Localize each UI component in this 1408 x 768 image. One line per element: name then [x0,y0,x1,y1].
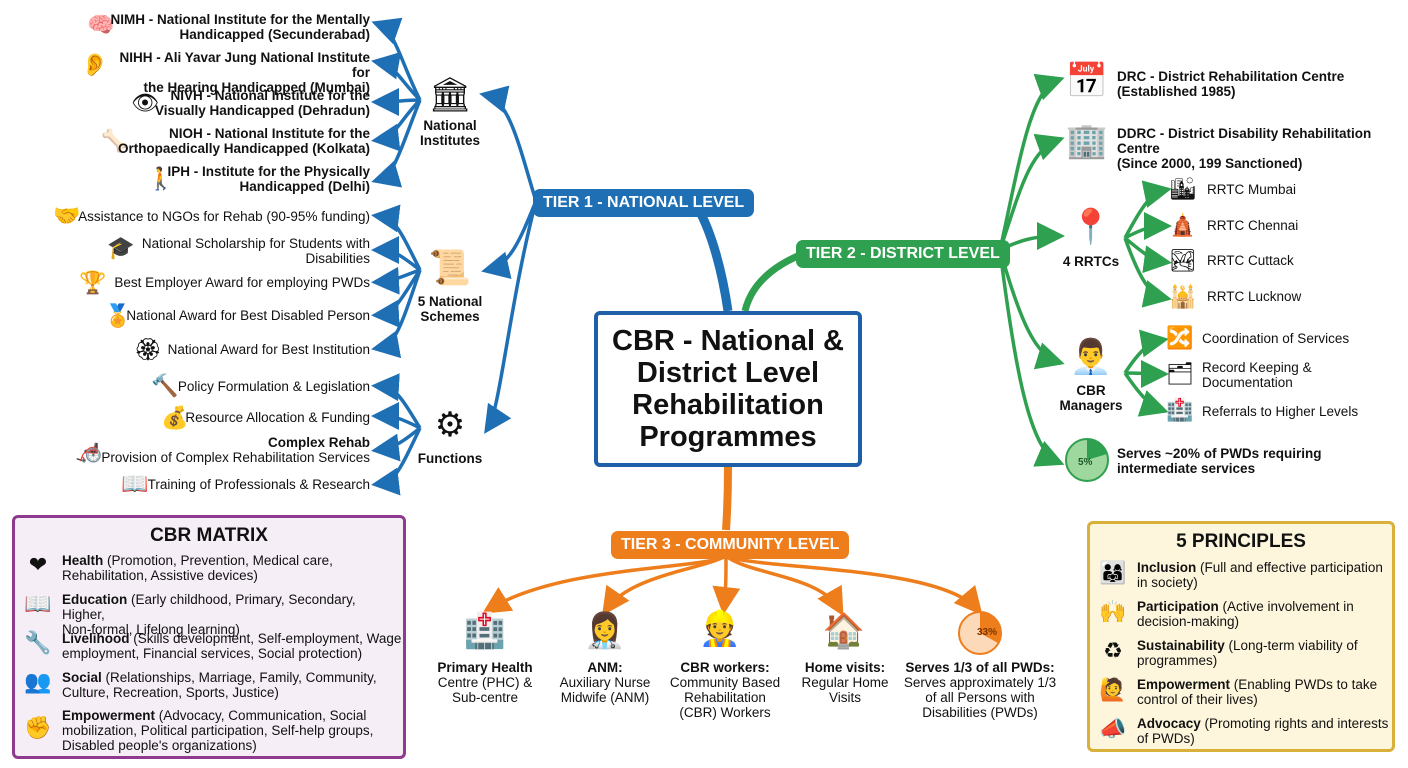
matrix-row: Livelihood (Skills development, Self-emp… [62,631,402,661]
rehab-equipment-icon: 🦽 [75,438,103,463]
trophy-icon: 🏆 [79,270,107,295]
gateway-icon: 🕌 [1169,284,1197,309]
office-building-icon: 🏢 [1065,122,1109,160]
institute-item: NIHH - Ali Yavar Jung National Institute… [119,50,370,95]
heart-icon: ❤ [28,552,48,577]
eye-icon: 👁 [131,90,159,115]
drc-item: DRC - District Rehabilitation Centre(Est… [1117,69,1345,99]
book-icon: 📖 [24,591,52,616]
gavel-icon: 🔨 [151,373,179,398]
city-skyline-icon: 🏙 [1169,176,1197,201]
workers-icon: 👷 [698,610,742,648]
institute-item: NIMH - National Institute for the Mental… [110,12,370,42]
scheme-item: National Award for Best Disabled Person [126,308,370,323]
community-item: Serves 1/3 of all PWDs:Serves approximat… [903,660,1057,720]
manager-item: Record Keeping &Documentation [1202,360,1312,390]
principle-row: Inclusion (Full and effective participat… [1137,560,1383,590]
people-icon: 👥 [24,669,52,694]
tier2-label: TIER 2 - DISTRICT LEVEL [796,240,1010,268]
hospital-referral-icon: 🏥 [1166,397,1194,422]
scheme-item: Best Employer Award for employing PWDs [114,275,370,290]
matrix-row: Empowerment (Advocacy, Communication, So… [62,708,374,753]
nurse-icon: 👩‍⚕️ [583,612,627,650]
money-bag-icon: 💰 [161,405,189,430]
brain-icon: 🧠 [87,12,115,37]
fist-icon: ✊ [24,715,52,740]
research-book-icon: 📖 [121,471,149,496]
recycle-icon: ♻ [1103,638,1123,663]
handshake-icon: 🤝 [53,203,81,228]
matrix-row: Health (Promotion, Prevention, Medical c… [62,553,333,583]
manager-item: Referrals to Higher Levels [1202,404,1359,419]
hospital-icon: 🏥 [463,612,507,650]
scheme-item: National Award for Best Institution [167,342,370,357]
tools-icon: 🔧 [24,630,52,655]
scroll-coin-icon: 📜 [428,249,472,287]
map-pin-icon: 📍 [1069,208,1113,246]
scheme-item: Assistance to NGOs for Rehab (90-95% fun… [78,209,370,224]
raised-hands-icon: 🙌 [1099,599,1127,624]
calendar-icon: 📅 [1065,62,1109,100]
principles-panel: 5 PRINCIPLES 👨‍👩‍👧 Inclusion (Full and e… [1087,521,1395,752]
empowered-person-icon: 🙋 [1099,677,1127,702]
cbr-managers-label: CBR Managers [1059,383,1123,413]
tier3-label: TIER 3 - COMMUNITY LEVEL [611,531,850,559]
medal-icon: 🏅 [104,303,132,328]
functions-label: Functions [417,451,483,466]
gears-flowchart-icon: ⚙ [434,406,466,444]
district-pie-icon: 5% [1065,438,1109,482]
ddrc-item: DDRC - District Disability Rehabilitatio… [1117,126,1372,171]
rrtc-item: RRTC Lucknow [1207,289,1302,304]
graduation-cap-icon: 🎓 [107,235,135,260]
function-item: Policy Formulation & Legislation [177,379,370,394]
inclusion-icon: 👨‍👩‍👧 [1099,560,1127,585]
institution-building-icon: 🏛 [428,76,472,114]
pie-icon: 33% [958,611,1002,655]
function-item: Resource Allocation & Funding [185,410,370,425]
cbr-matrix-panel: CBR MATRIX ❤ Health (Promotion, Preventi… [12,515,406,759]
matrix-row: Education (Early childhood, Primary, Sec… [62,592,356,637]
folder-icon: 🗂 [1166,361,1194,386]
river-map-icon: 🏞 [1169,248,1197,273]
rrtc-item: RRTC Cuttack [1207,253,1294,268]
national-institutes-label: National Institutes [419,118,480,148]
district-pie-label: 5% [1078,457,1093,468]
tier1-label: TIER 1 - NATIONAL LEVEL [533,189,755,217]
ear-icon: 👂 [81,52,109,77]
home-icon: 🏠 [822,612,866,650]
manager-item: Coordination of Services [1202,331,1350,346]
walking-person-icon: 🚶 [147,166,175,191]
joint-icon: 🦴 [101,128,129,153]
rrtc-item: RRTC Mumbai [1207,182,1297,197]
national-schemes-label: 5 National Schemes [417,294,483,324]
coordination-arrows-icon: 🔀 [1166,325,1194,350]
center-title: CBR - National & District Level Rehabili… [594,311,862,467]
principles-title: 5 PRINCIPLES [1176,531,1306,552]
function-item: Training of Professionals & Research [147,477,370,492]
emblem-icon: 🏵 [134,337,162,362]
megaphone-icon: 📣 [1099,716,1127,741]
rrtc-item: RRTC Chennai [1207,218,1299,233]
temple-icon: 🛕 [1169,212,1197,237]
rrtc-label: 4 RRTCs [1062,254,1120,269]
principle-row: Advocacy (Promoting rights and interests… [1137,716,1389,746]
manager-clipboard-icon: 👨‍💼 [1069,338,1113,376]
community-pie-label: 33% [977,627,997,638]
cbr-matrix-title: CBR MATRIX [150,525,268,546]
matrix-row: Social (Relationships, Marriage, Family,… [62,670,377,700]
